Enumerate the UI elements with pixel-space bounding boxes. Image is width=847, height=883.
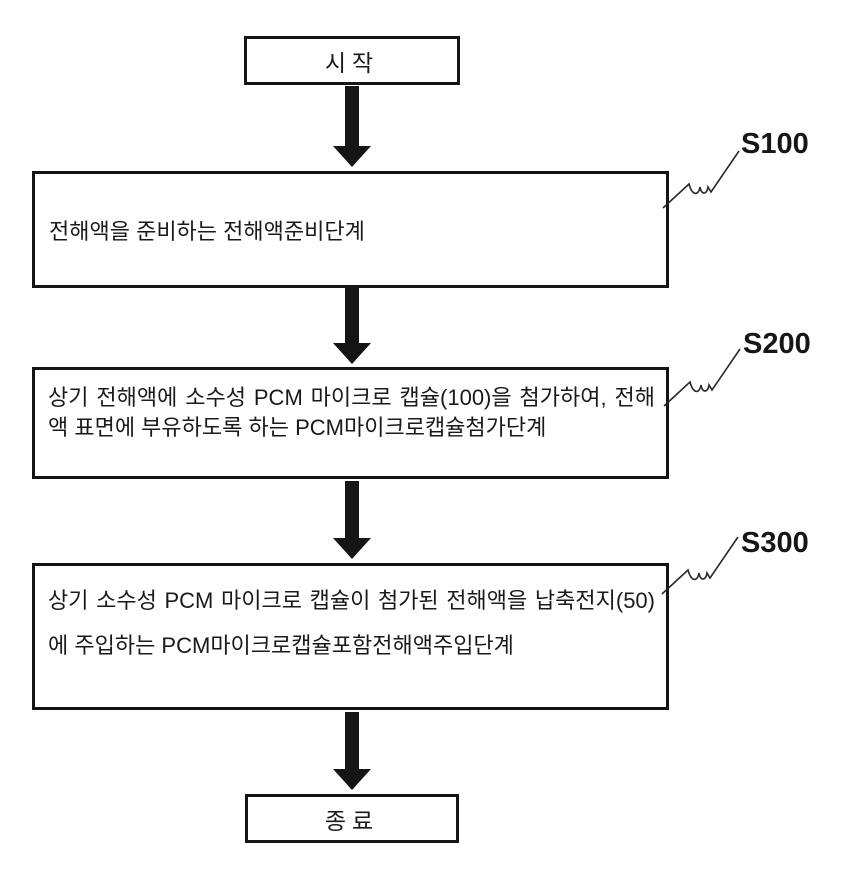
flow-arrow-down-2 — [333, 287, 371, 364]
arrow-shaft — [345, 86, 359, 147]
arrow-head-icon — [333, 769, 371, 790]
arrow-shaft — [345, 481, 359, 539]
leader-line-s300 — [661, 536, 739, 595]
arrow-head-icon — [333, 343, 371, 364]
ref-label-s200: S200 — [743, 328, 811, 360]
arrow-shaft — [345, 287, 359, 344]
end-node-label: 종료 — [324, 807, 380, 834]
start-node: 시작 — [244, 36, 460, 85]
arrow-shaft — [345, 712, 359, 770]
step-s300-text: 상기 소수성 PCM 마이크로 캡슐이 첨가된 전해액을 납축전지(50)에 주… — [48, 588, 655, 658]
step-box-s200: 상기 전해액에 소수성 PCM 마이크로 캡슐(100)을 첨가하여, 전해액 … — [32, 367, 669, 479]
start-node-label: 시작 — [324, 49, 380, 76]
step-s100-text: 전해액을 준비하는 전해액준비단계 — [49, 218, 365, 244]
leader-line-s100 — [662, 150, 740, 209]
flow-arrow-down-1 — [333, 86, 371, 167]
flow-arrow-down-4 — [333, 712, 371, 790]
end-node: 종료 — [245, 794, 459, 843]
step-box-s100: 전해액을 준비하는 전해액준비단계 — [32, 171, 669, 288]
leader-line-s200 — [663, 348, 741, 407]
arrow-head-icon — [333, 146, 371, 167]
step-s200-text: 상기 전해액에 소수성 PCM 마이크로 캡슐(100)을 첨가하여, 전해액 … — [48, 385, 655, 440]
flow-arrow-down-3 — [333, 481, 371, 559]
arrow-head-icon — [333, 538, 371, 559]
ref-label-s100: S100 — [741, 128, 809, 160]
ref-label-s300: S300 — [741, 527, 809, 559]
step-box-s300: 상기 소수성 PCM 마이크로 캡슐이 첨가된 전해액을 납축전지(50)에 주… — [32, 563, 669, 710]
